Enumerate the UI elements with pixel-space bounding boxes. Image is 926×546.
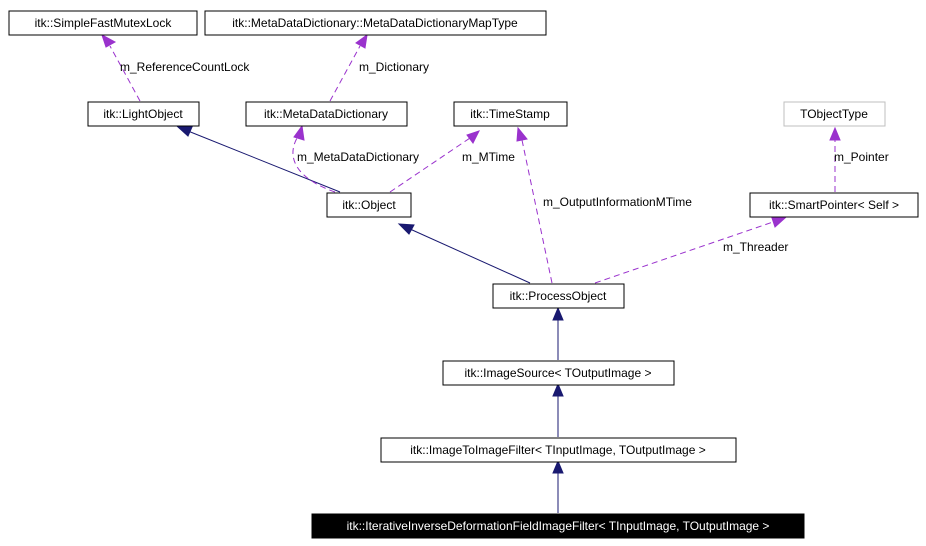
- node-image-source[interactable]: itk::ImageSource< TOutputImage >: [442, 360, 675, 386]
- edge-labels: m_ReferenceCountLock m_Dictionary m_Meta…: [120, 60, 889, 254]
- node-label: itk::ProcessObject: [510, 289, 607, 303]
- arrowhead-mutexlock: [101, 33, 117, 48]
- node-object[interactable]: itk::Object: [326, 192, 412, 218]
- arrowhead-processobject: [552, 306, 564, 321]
- inheritance-edges: [176, 126, 564, 513]
- node-label: itk::MetaDataDictionary::MetaDataDiction…: [232, 16, 518, 30]
- member-edges: [101, 33, 841, 284]
- edge-processobject-timestamp: [521, 139, 553, 284]
- node-simple-fast-mutex-lock[interactable]: itk::SimpleFastMutexLock: [8, 10, 198, 36]
- arrowhead-dictionary: [293, 124, 305, 141]
- edge-dictionary-maptype: [329, 45, 361, 102]
- label-mtime: m_MTime: [462, 150, 515, 164]
- node-label: itk::SmartPointer< Self >: [769, 198, 899, 212]
- arrowhead-imagetoimage: [552, 459, 564, 474]
- arrowhead-lightobject: [176, 126, 193, 137]
- arrowhead-object: [397, 223, 415, 235]
- node-label: itk::MetaDataDictionary: [264, 107, 388, 121]
- edge-object-timestamp: [389, 137, 471, 193]
- label-metadata-dictionary: m_MetaDataDictionary: [297, 150, 419, 164]
- edge-lightobject-mutexlock: [109, 45, 141, 102]
- label-output-information-mtime: m_OutputInformationMTime: [543, 195, 692, 209]
- arrowhead-maptype: [355, 33, 368, 49]
- node-label: itk::Object: [342, 198, 396, 212]
- label-reference-count-lock: m_ReferenceCountLock: [120, 60, 250, 74]
- arrowhead-tobjecttype: [829, 126, 841, 141]
- node-label: itk::TimeStamp: [470, 107, 550, 121]
- arrowhead-smartpointer: [771, 217, 787, 228]
- node-label: TObjectType: [800, 107, 868, 121]
- node-label: itk::ImageToImageFilter< TInputImage, TO…: [410, 443, 706, 457]
- node-metadata-map-type[interactable]: itk::MetaDataDictionary::MetaDataDiction…: [204, 10, 547, 36]
- node-iterative-filter[interactable]: itk::IterativeInverseDeformationFieldIma…: [311, 513, 805, 539]
- arrowhead-timestamp-outputinfo: [516, 126, 528, 142]
- edge-object-lightobject: [187, 130, 341, 193]
- node-time-stamp[interactable]: itk::TimeStamp: [453, 101, 568, 127]
- node-tobject-type[interactable]: TObjectType: [783, 101, 886, 127]
- node-label: itk::IterativeInverseDeformationFieldIma…: [347, 519, 770, 533]
- edge-processobject-smartpointer: [594, 221, 774, 284]
- label-pointer: m_Pointer: [834, 150, 889, 164]
- node-image-to-image-filter[interactable]: itk::ImageToImageFilter< TInputImage, TO…: [380, 437, 737, 463]
- label-dictionary: m_Dictionary: [359, 60, 429, 74]
- edge-object-dictionary: [292, 137, 336, 193]
- label-threader: m_Threader: [723, 240, 788, 254]
- node-light-object[interactable]: itk::LightObject: [87, 101, 200, 127]
- arrowhead-imagesource: [552, 382, 564, 397]
- node-metadata-dictionary[interactable]: itk::MetaDataDictionary: [245, 101, 408, 127]
- node-label: itk::SimpleFastMutexLock: [35, 16, 173, 30]
- node-label: itk::LightObject: [103, 107, 183, 121]
- arrowhead-timestamp-mtime: [466, 130, 480, 144]
- node-label: itk::ImageSource< TOutputImage >: [465, 366, 652, 380]
- edge-processobject-object: [409, 228, 531, 284]
- node-process-object[interactable]: itk::ProcessObject: [492, 283, 625, 309]
- node-smart-pointer[interactable]: itk::SmartPointer< Self >: [749, 192, 919, 218]
